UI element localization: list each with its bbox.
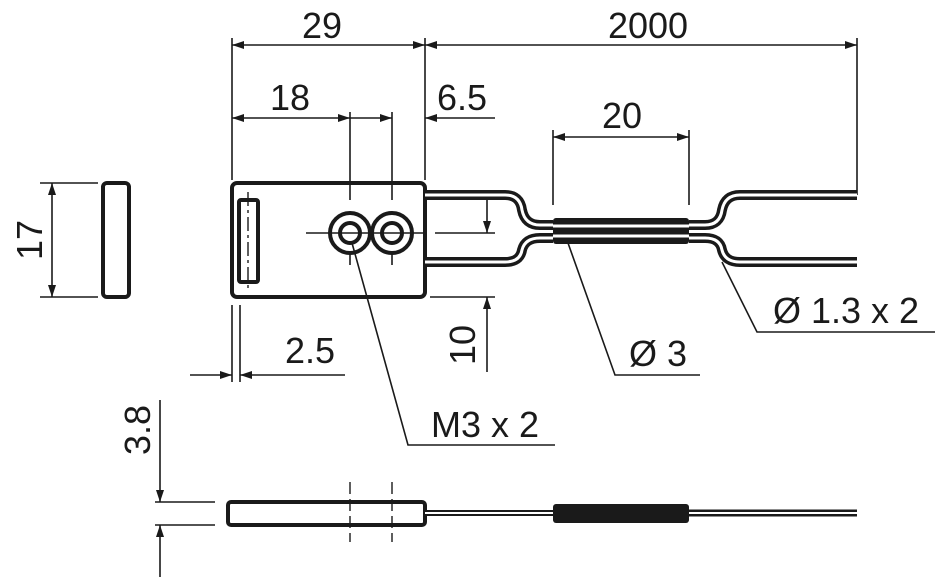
dim-slot-offset: 2.5 <box>285 330 335 371</box>
extension-lines <box>40 38 858 526</box>
dim-height: 17 <box>9 220 50 260</box>
dim-sleeve-length: 20 <box>602 95 642 136</box>
dim-hole-offset: 18 <box>270 77 310 118</box>
callout-mounting-holes: M3 x 2 <box>431 404 539 445</box>
dim-cable-length: 2000 <box>608 5 688 46</box>
dim-hole-spacing: 6.5 <box>437 77 487 118</box>
callout-wire-diameter: Ø 1.3 x 2 <box>773 290 919 331</box>
cable-sleeve <box>553 218 689 244</box>
dim-thickness: 3.8 <box>117 405 158 455</box>
bottom-view <box>226 482 857 542</box>
dim-body-length: 29 <box>302 5 342 46</box>
sensor-body <box>230 181 427 299</box>
callout-sleeve-diameter: Ø 3 <box>629 333 687 374</box>
dim-hole-height: 10 <box>442 325 483 365</box>
cable <box>425 190 857 267</box>
leader-lines <box>351 242 935 446</box>
side-view-outline <box>101 181 131 299</box>
dimension-lines <box>48 41 857 577</box>
